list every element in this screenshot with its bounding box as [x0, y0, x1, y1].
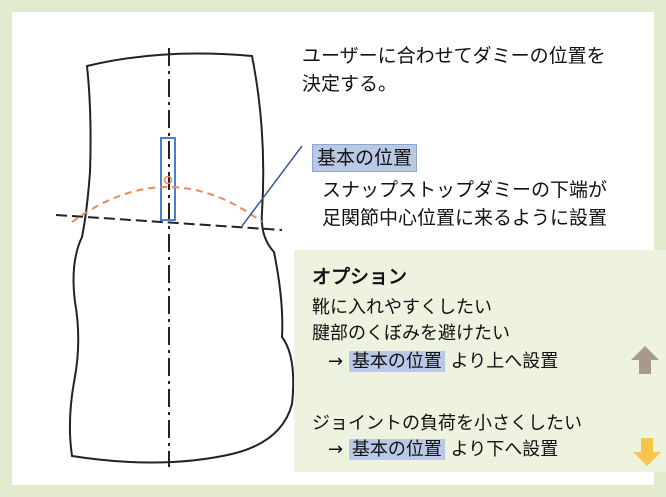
- ankle-line: [55, 214, 283, 231]
- basic-position-description: スナップストップダミーの下端が 足関節中心位置に来るように設置: [322, 176, 607, 232]
- up-arrow-icon: [631, 346, 659, 374]
- options-panel: オプション 靴に入れやすくしたい 腱部のくぼみを避けたい → 基本の位置 より上…: [294, 250, 666, 472]
- option-line-3: ジョイントの負荷を小さくしたい: [312, 413, 582, 434]
- option-line-2: 腱部のくぼみを避けたい: [312, 323, 510, 344]
- leg-outline: [68, 52, 295, 464]
- down-arrow-text: →: [328, 439, 344, 460]
- leader-line: [241, 145, 303, 227]
- down-highlight: 基本の位置: [348, 439, 445, 460]
- basic-desc-line-1: スナップストップダミーの下端が: [322, 179, 608, 201]
- basic-position-label: 基本の位置: [312, 144, 418, 172]
- option-down-row: → 基本の位置 より下へ設置: [328, 438, 558, 462]
- dummy-rect: [160, 137, 176, 221]
- figure-frame: ユーザーに合わせてダミーの位置を 決定する。 基本の位置 スナップストップダミー…: [12, 12, 666, 485]
- leg-diagram: [55, 48, 303, 467]
- option-up-row: → 基本の位置 より上へ設置: [328, 350, 558, 374]
- options-title: オプション: [312, 266, 408, 288]
- up-highlight: 基本の位置: [348, 351, 445, 372]
- down-arrow-icon: [633, 438, 661, 466]
- up-arrow-text: →: [328, 351, 344, 372]
- intro-line-1: ユーザーに合わせてダミーの位置を: [302, 45, 606, 67]
- pivot-point: [163, 175, 173, 185]
- basic-desc-line-2: 足関節中心位置に来るように設置: [322, 207, 608, 229]
- motion-curve: [71, 186, 263, 223]
- down-suffix: より下へ設置: [450, 439, 559, 460]
- intro-line-2: 決定する。: [302, 73, 398, 95]
- intro-text: ユーザーに合わせてダミーの位置を 決定する。: [302, 42, 652, 98]
- option-line-1: 靴に入れやすくしたい: [312, 297, 492, 318]
- up-suffix: より上へ設置: [450, 351, 559, 372]
